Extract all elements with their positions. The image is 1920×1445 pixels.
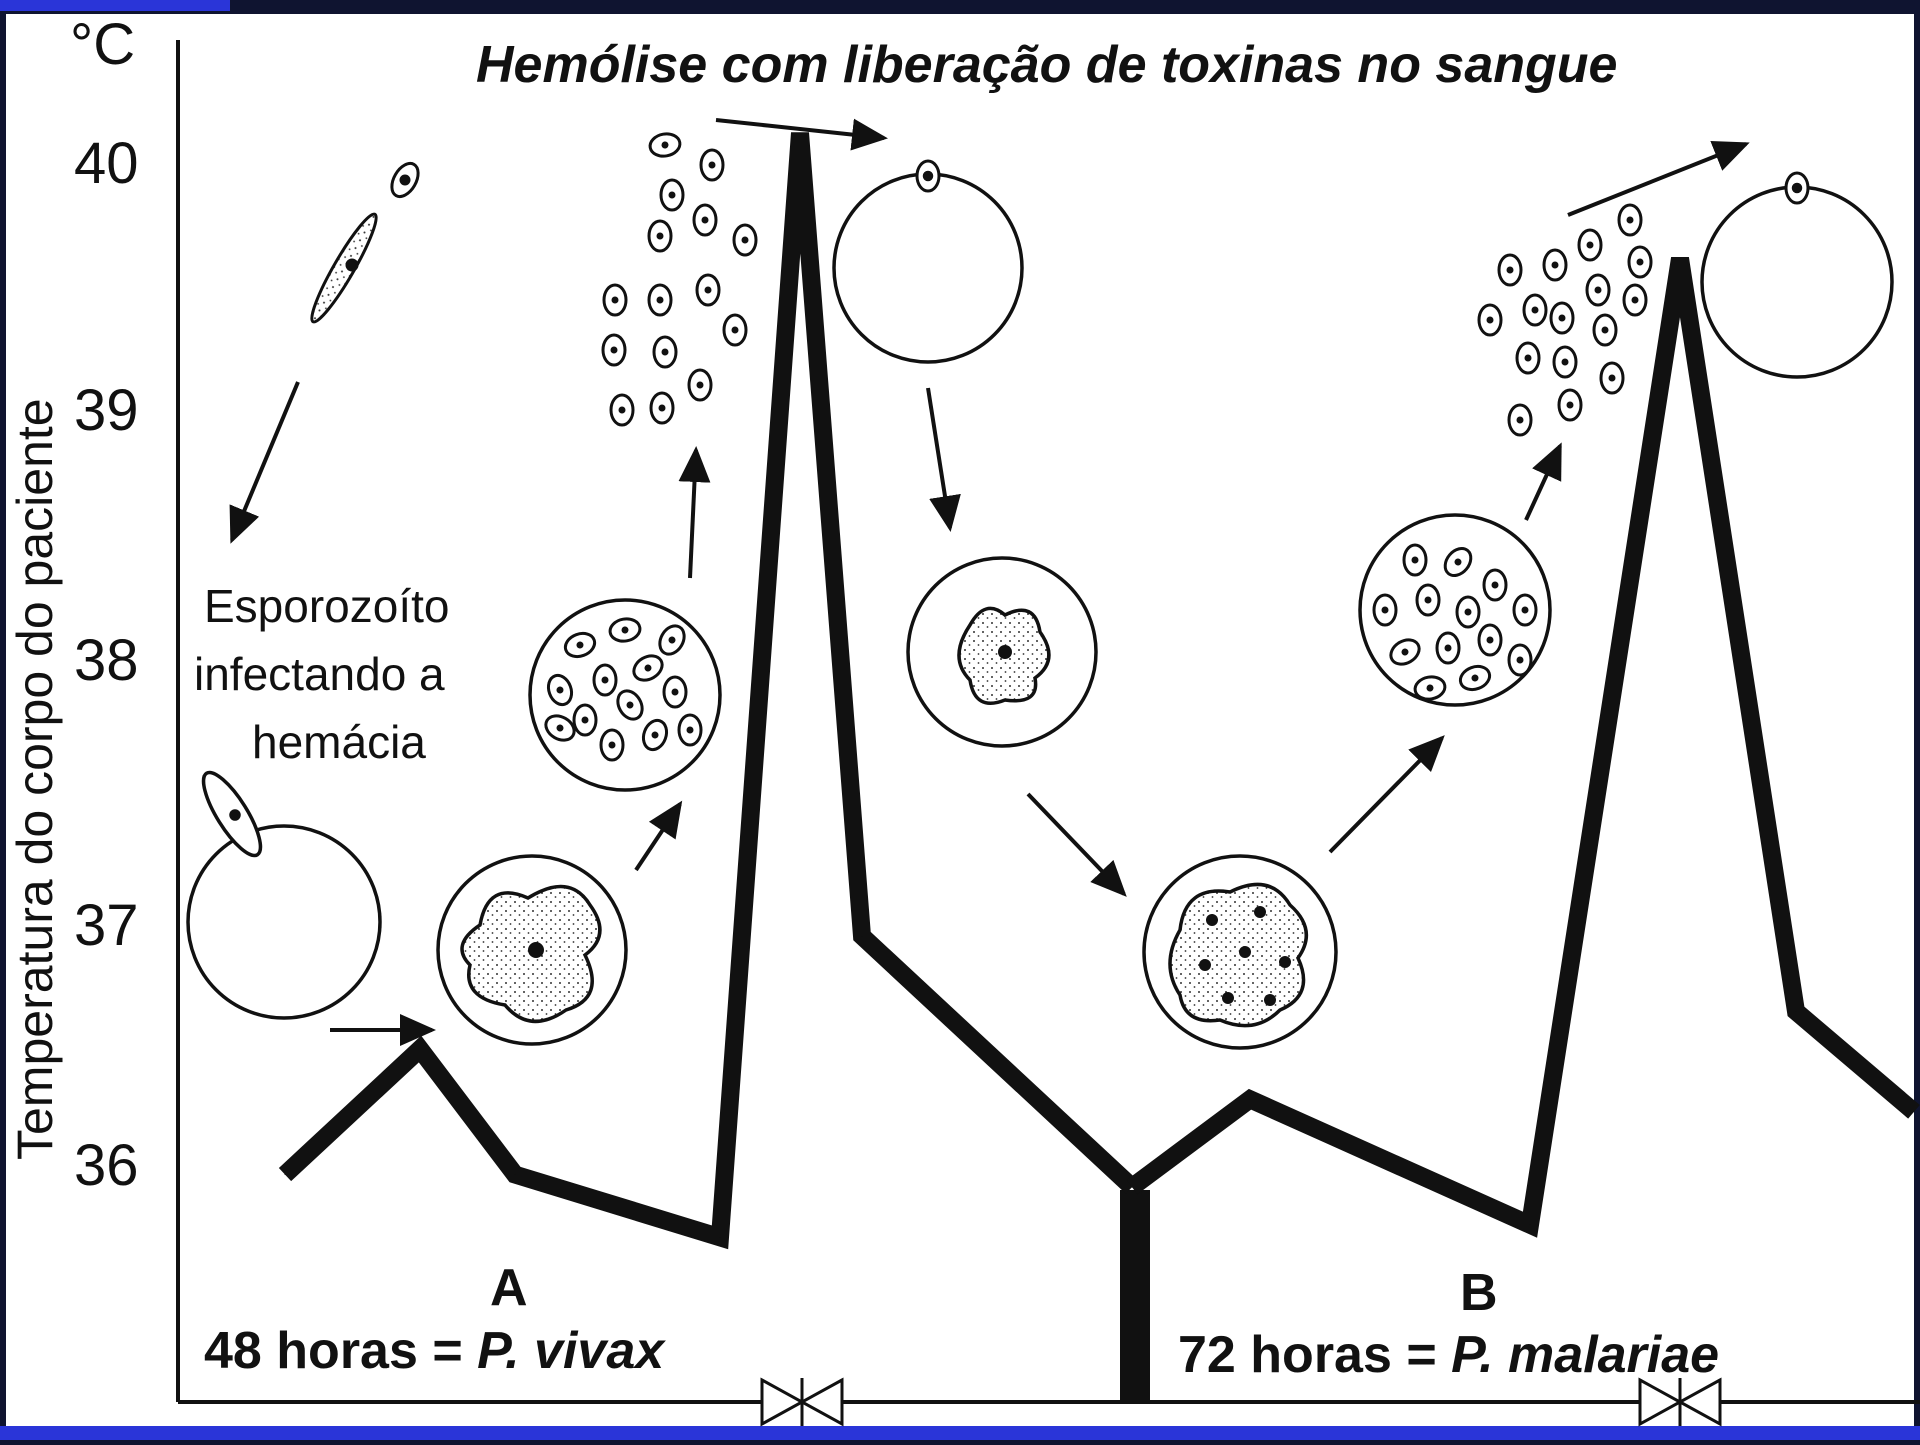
- schizont-cell-a: [528, 598, 722, 792]
- panel-a-species: P. vivax: [477, 1322, 666, 1380]
- diagram-title: Hemólise com liberação de toxinas no san…: [476, 36, 1617, 94]
- red-cell-infected: [186, 770, 382, 1020]
- temperature-point-a-3: [719, 1236, 721, 1238]
- sporozoite-label-line3: hemácia: [252, 716, 426, 768]
- panel-a-caption: 48 horas = P. vivax: [204, 1322, 666, 1380]
- y-tick-36: 36: [74, 1133, 139, 1198]
- temperature-point-a-1: [419, 1048, 421, 1050]
- temperature-point-b-0: [1131, 1186, 1133, 1188]
- temperature-point-a-2: [514, 1174, 516, 1176]
- schizont-cell-b-early: [1142, 854, 1338, 1050]
- temperature-point-b-3: [1679, 257, 1681, 259]
- sporozoite-label-line1: Esporozoíto: [204, 580, 449, 632]
- temperature-point-a-5: [861, 935, 863, 937]
- red-cell-reinfected-a: [832, 159, 1024, 364]
- y-tick-39: 39: [74, 378, 139, 443]
- temperature-line-b: [1126, 257, 1920, 1238]
- red-cell-reinfected-b: [1700, 171, 1894, 379]
- y-tick-37: 37: [74, 893, 139, 958]
- y-axis-label: Temperatura do corpo do paciente: [7, 398, 63, 1160]
- trophozoite-cell-mid: [906, 556, 1098, 748]
- panel-b-species: P. malariae: [1451, 1326, 1719, 1384]
- temperature-point-a-4: [799, 132, 801, 134]
- unit-label: °C: [70, 12, 135, 77]
- panel-b-letter: B: [1460, 1264, 1498, 1322]
- panel-divider: [1120, 1190, 1150, 1402]
- bottom-border: [0, 1426, 1920, 1440]
- temperature-point-a-0: [284, 1174, 286, 1176]
- panel-a-hours: 48 horas =: [204, 1322, 477, 1380]
- temperature-point-b-1: [1249, 1098, 1251, 1100]
- panel-b-caption: 72 horas = P. malariae: [1178, 1326, 1719, 1384]
- schizont-cell-b: [1358, 513, 1552, 707]
- sporozoite-drawing: [310, 161, 420, 324]
- sporozoite-label-line2: infectando a: [194, 648, 445, 700]
- y-tick-38: 38: [74, 628, 139, 693]
- temperature-point-b-5: [1913, 1111, 1915, 1113]
- time-marker-a: [760, 1377, 844, 1427]
- temperature-curves: [278, 132, 1920, 1250]
- temperature-point-b-4: [1795, 1010, 1797, 1012]
- accent-tab: [0, 0, 230, 11]
- y-tick-40: 40: [74, 131, 139, 196]
- cycle-arrows: [229, 118, 1750, 1046]
- axes: [176, 40, 1920, 1404]
- panel-a-letter: A: [490, 1259, 528, 1317]
- panel-b-hours: 72 horas =: [1178, 1326, 1451, 1384]
- time-marker-b: [1638, 1377, 1722, 1427]
- trophozoite-cell-a: [436, 854, 628, 1046]
- temperature-point-b-2: [1529, 1224, 1531, 1226]
